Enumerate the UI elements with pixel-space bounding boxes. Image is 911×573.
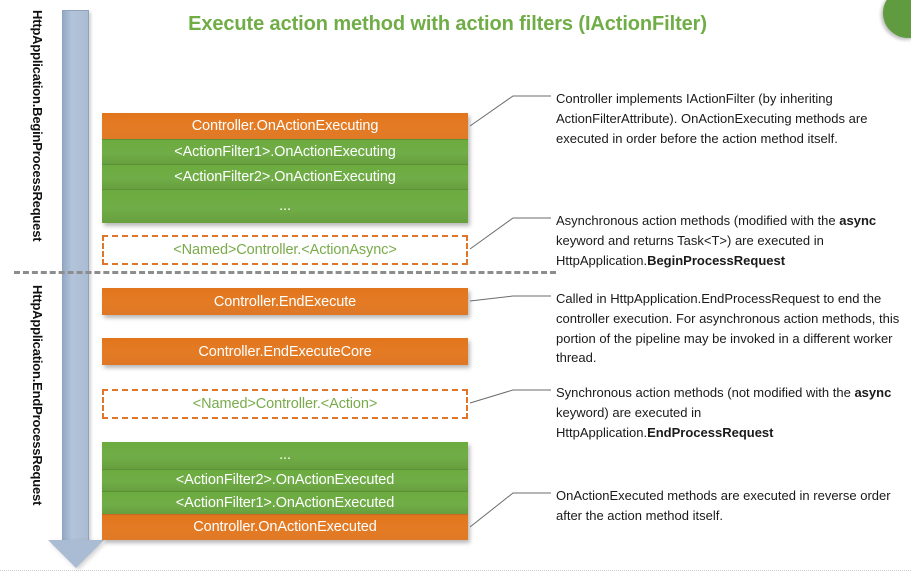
- stack-band: ...: [102, 442, 468, 469]
- note-text: Controller implements IActionFilter (by …: [556, 91, 868, 146]
- note-on-action-executed: OnActionExecuted methods are executed in…: [556, 486, 906, 526]
- process-arrow-shaft: [62, 10, 89, 543]
- leader-line-end-execute: [469, 295, 551, 302]
- on-action-executed-stack: ... <ActionFilter2>.OnActionExecuted <Ac…: [102, 442, 468, 540]
- note-on-action-executing: Controller implements IActionFilter (by …: [556, 89, 906, 148]
- on-action-executing-stack: Controller.OnActionExecuting <ActionFilt…: [102, 113, 468, 223]
- note-end-execute: Called in HttpApplication.EndProcessRequ…: [556, 289, 906, 368]
- note-bold-async: async: [854, 385, 892, 400]
- note-bold-begin-process-request: BeginProcessRequest: [647, 252, 786, 268]
- stack-band: <ActionFilter2>.OnActionExecuted: [102, 469, 468, 491]
- stack-band: ...: [102, 189, 468, 223]
- note-text: Synchronous action methods (not modified…: [556, 385, 855, 400]
- decorative-circle: [883, 0, 911, 38]
- note-bold-end-process-request: EndProcessRequest: [647, 424, 774, 440]
- leader-line-executed: [469, 492, 551, 528]
- stack-band: <ActionFilter2>.OnActionExecuting: [102, 164, 468, 189]
- note-text: Called in HttpApplication.EndProcessRequ…: [556, 291, 900, 366]
- note-text: keyword) are executed in HttpApplication…: [556, 404, 702, 440]
- phase-divider: [14, 271, 556, 274]
- async-action-box: <Named>Controller.<ActionAsync>: [102, 235, 468, 265]
- note-text: Asynchronous action methods (modified wi…: [556, 213, 840, 228]
- phase-label-end-process-request: HttpApplication.EndProcessRequest: [30, 285, 45, 506]
- phase-label-begin-process-request: HttpApplication.BeginProcessRequest: [30, 10, 45, 242]
- end-execute-core-box: Controller.EndExecuteCore: [102, 338, 468, 365]
- stack-band: Controller.OnActionExecuting: [102, 113, 468, 139]
- stack-band: <ActionFilter1>.OnActionExecuting: [102, 139, 468, 164]
- stack-band: <ActionFilter1>.OnActionExecuted: [102, 491, 468, 514]
- bottom-rule: [0, 570, 911, 571]
- page-title: Execute action method with action filter…: [188, 13, 707, 35]
- sync-action-box: <Named>Controller.<Action>: [102, 389, 468, 419]
- leader-line-sync: [469, 389, 551, 404]
- leader-line-async: [469, 217, 551, 250]
- note-text: keyword and returns Task<T>) are execute…: [556, 232, 824, 268]
- leader-line-executing: [469, 95, 551, 127]
- stack-band: Controller.OnActionExecuted: [102, 514, 468, 540]
- process-arrow-head: [48, 540, 104, 568]
- note-async-action: Asynchronous action methods (modified wi…: [556, 211, 906, 270]
- note-bold-async: async: [839, 213, 877, 228]
- note-text: OnActionExecuted methods are executed in…: [556, 488, 891, 523]
- end-execute-box: Controller.EndExecute: [102, 288, 468, 315]
- note-sync-action: Synchronous action methods (not modified…: [556, 383, 906, 442]
